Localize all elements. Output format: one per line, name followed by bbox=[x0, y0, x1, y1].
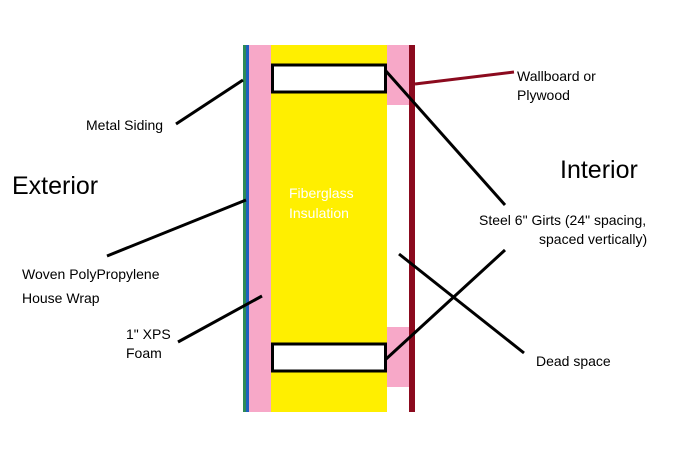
xps-foam-layer bbox=[249, 45, 271, 412]
interior-label: Interior bbox=[560, 156, 638, 184]
insulation-label-line1: Fiberglass bbox=[289, 185, 354, 201]
insulation-main bbox=[271, 92, 387, 344]
leader-girts-top bbox=[383, 69, 507, 206]
metal-siding-label: Metal Siding bbox=[86, 117, 164, 133]
insulation-label: Fiberglass Insulation bbox=[289, 183, 354, 223]
steel-girt-bottom bbox=[271, 342, 387, 373]
insulation-bottom-strip bbox=[271, 371, 387, 412]
leader-wallboard bbox=[414, 70, 515, 86]
xps-foam-label-line1: 1" XPS bbox=[126, 326, 171, 342]
metal-siding-blue bbox=[246, 45, 249, 412]
exterior-label: Exterior bbox=[12, 172, 99, 200]
dead-space-label: Dead space bbox=[536, 353, 611, 369]
wallboard-label-line1: Wallboard or bbox=[517, 68, 596, 84]
house-wrap-label: Woven PolyPropylene House Wrap bbox=[22, 262, 159, 310]
house-wrap-label-line2: House Wrap bbox=[22, 290, 100, 306]
insulation-top-strip bbox=[271, 45, 387, 65]
leader-xps-foam bbox=[177, 294, 263, 344]
house-wrap-label-line1: Woven PolyPropylene bbox=[22, 266, 160, 282]
leader-house-wrap bbox=[106, 198, 247, 258]
steel-girts-label-line1: Steel 6" Girts (24" spacing, bbox=[479, 212, 647, 228]
leader-metal-siding bbox=[175, 78, 244, 126]
leader-girts-bottom bbox=[383, 248, 507, 362]
steel-girts-label-line2: spaced vertically) bbox=[539, 231, 648, 247]
steel-girts-label: Steel 6" Girts (24" spacing, spaced vert… bbox=[479, 211, 647, 249]
insulation-label-line2: Insulation bbox=[289, 205, 349, 221]
metal-siding-green bbox=[243, 45, 246, 412]
leader-dead-space bbox=[398, 252, 525, 355]
xps-foam-label: 1" XPS Foam bbox=[126, 325, 171, 363]
xps-foam-label-line2: Foam bbox=[126, 345, 162, 361]
wallboard-layer bbox=[409, 45, 415, 412]
steel-girt-top bbox=[271, 63, 387, 94]
wallboard-label-line2: Plywood bbox=[517, 87, 570, 103]
wallboard-label: Wallboard or Plywood bbox=[517, 67, 596, 105]
